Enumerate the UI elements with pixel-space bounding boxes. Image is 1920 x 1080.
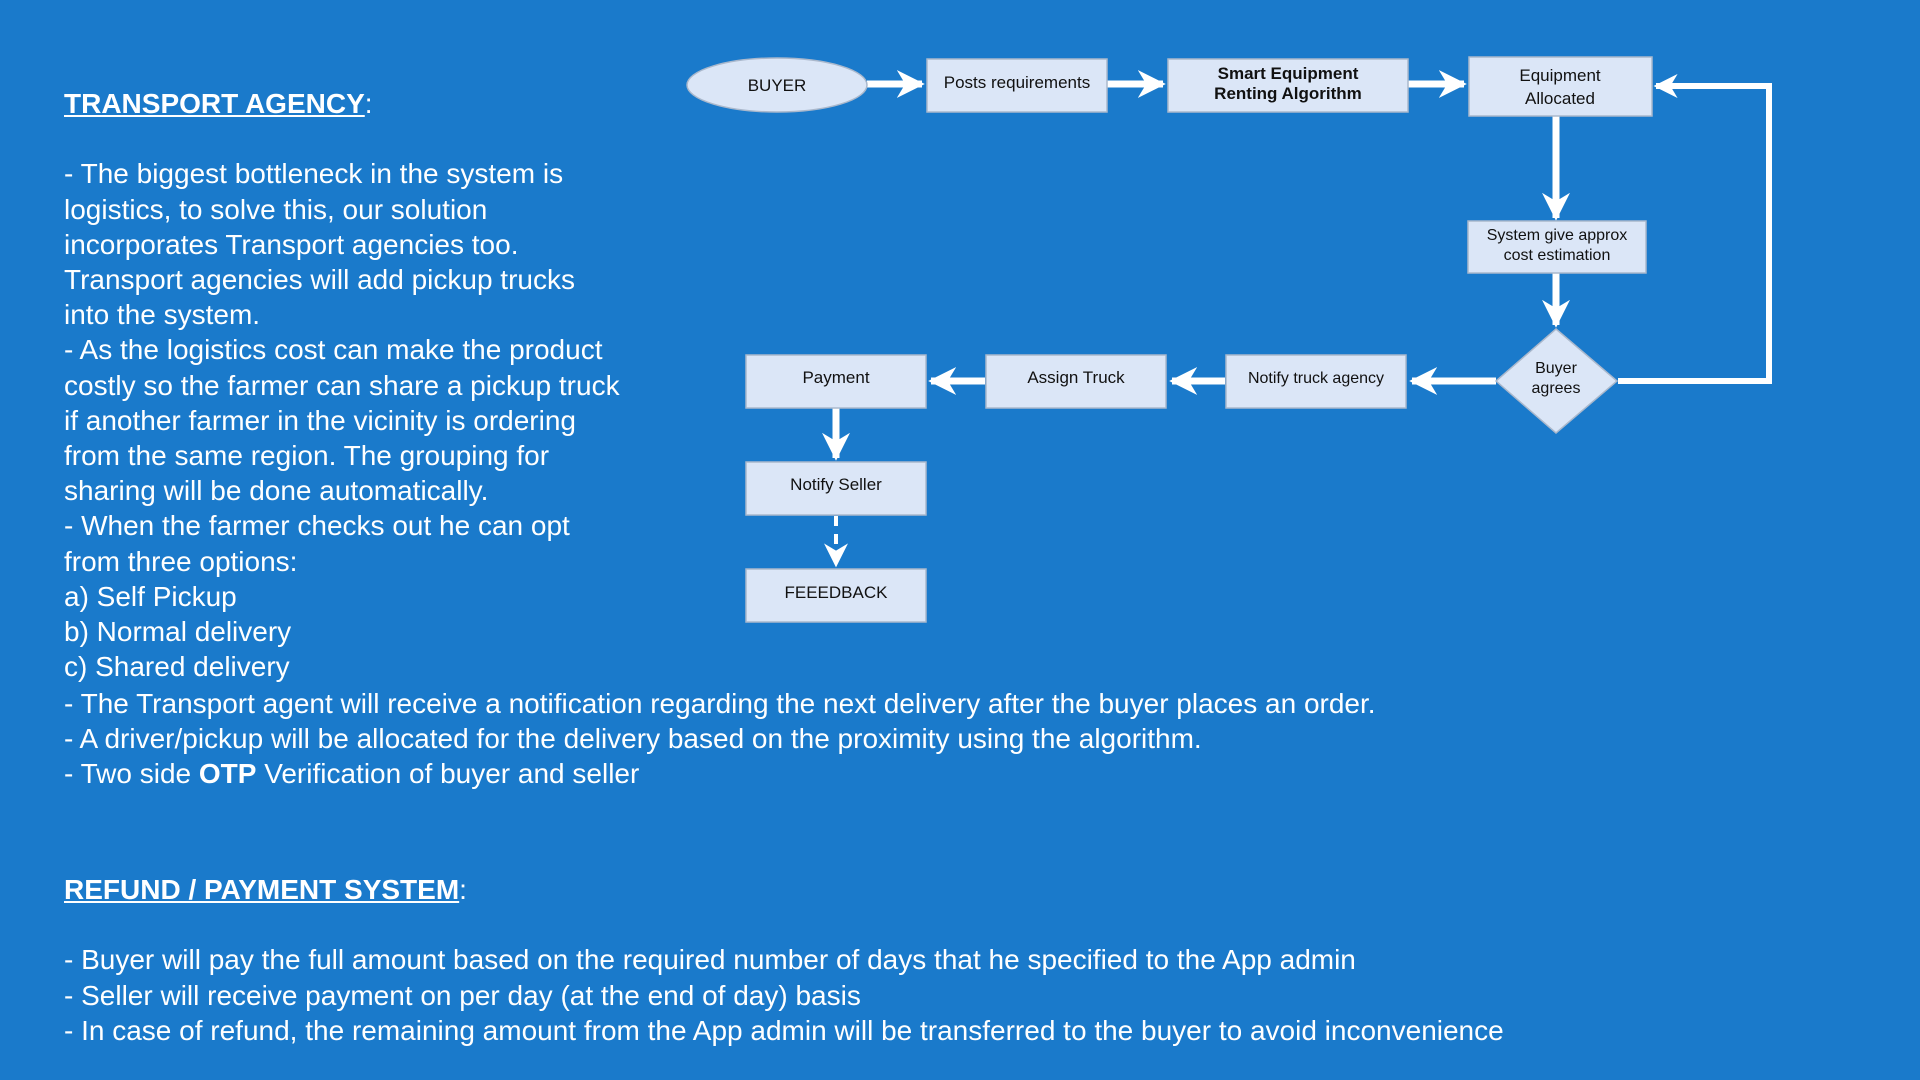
arrow-decision-loop-to-allocated xyxy=(1618,74,1772,384)
transport-line: Transport agencies will add pickup truck… xyxy=(64,264,575,296)
node-payment-label: Payment xyxy=(802,368,869,387)
node-buyer: BUYER xyxy=(686,57,868,113)
node-notify-truck-agency-label: Notify truck agency xyxy=(1248,370,1384,387)
transport-line: costly so the farmer can share a pickup … xyxy=(64,369,620,401)
node-buyer-agrees-label-1: Buyer xyxy=(1535,360,1577,377)
refund-line: - In case of refund, the remaining amoun… xyxy=(64,1014,1504,1046)
otp-bold: OTP xyxy=(198,758,257,790)
node-posts-requirements-label: Posts requirements xyxy=(944,73,1090,92)
otp-prefix: - Two side xyxy=(64,758,199,790)
transport-line: - As the logistics cost can make the pro… xyxy=(64,334,603,366)
option-self-pickup: a) Self Pickup xyxy=(64,580,237,612)
transport-notification-line: - The Transport agent will receive a not… xyxy=(64,688,1376,719)
node-assign-truck: Assign Truck xyxy=(985,354,1167,409)
node-cost-estimation-label-2: cost estimation xyxy=(1504,247,1611,264)
node-feedback-label: FEEEDBACK xyxy=(785,583,889,602)
transport-heading-colon: : xyxy=(364,88,373,119)
node-buyer-agrees-decision: Buyer agrees xyxy=(1494,328,1619,434)
node-payment: Payment xyxy=(745,354,927,409)
node-notify-seller-label: Notify Seller xyxy=(790,475,882,494)
node-smart-algorithm: Smart Equipment Renting Algorithm xyxy=(1167,58,1409,113)
node-smart-algorithm-label-2: Renting Algorithm xyxy=(1214,84,1362,103)
transport-line: from the same region. The grouping for xyxy=(64,440,550,472)
option-shared-delivery: c) Shared delivery xyxy=(64,651,290,683)
transport-line: sharing will be done automatically. xyxy=(64,475,489,507)
refund-line: - Buyer will pay the full amount based o… xyxy=(64,944,1356,976)
node-buyer-agrees-label-2: agrees xyxy=(1532,380,1581,397)
node-equipment-allocated: Equipment Allocated xyxy=(1468,56,1653,117)
refund-heading-colon: : xyxy=(459,874,467,905)
refund-payment-section: REFUND / PAYMENT SYSTEM: - Buyer will pa… xyxy=(64,872,1504,1048)
node-equipment-allocated-label-2: Allocated xyxy=(1525,89,1595,108)
node-assign-truck-label: Assign Truck xyxy=(1027,368,1125,387)
flow-connectors xyxy=(822,70,1772,568)
otp-suffix: Verification of buyer and seller xyxy=(256,758,640,790)
node-cost-estimation-label-1: System give approx xyxy=(1487,227,1628,244)
refund-payment-heading: REFUND / PAYMENT SYSTEM xyxy=(64,874,460,905)
refund-line: - Seller will receive payment on per day… xyxy=(64,979,861,1011)
transport-line: logistics, to solve this, our solution xyxy=(64,193,488,225)
node-notify-truck-agency: Notify truck agency xyxy=(1225,354,1407,409)
transport-line: - The biggest bottleneck in the system i… xyxy=(64,158,564,190)
node-smart-algorithm-label-1: Smart Equipment xyxy=(1218,64,1359,83)
option-normal-delivery: b) Normal delivery xyxy=(64,616,292,648)
transport-line: into the system. xyxy=(64,299,261,331)
transport-agency-heading: TRANSPORT AGENCY xyxy=(64,88,365,119)
node-cost-estimation: System give approx cost estimation xyxy=(1467,220,1647,274)
node-equipment-allocated-label-1: Equipment xyxy=(1519,66,1601,85)
node-buyer-label: BUYER xyxy=(748,76,807,95)
node-posts-requirements: Posts requirements xyxy=(926,58,1108,113)
transport-heading-line: TRANSPORT AGENCY: xyxy=(64,86,684,121)
transport-line: incorporates Transport agencies too. xyxy=(64,228,519,260)
transport-line: from three options: xyxy=(64,545,298,577)
node-feedback: FEEEDBACK xyxy=(745,568,927,623)
otp-line: - Two side OTP Verification of buyer and… xyxy=(64,756,1376,791)
refund-heading-line: REFUND / PAYMENT SYSTEM: xyxy=(64,872,1504,907)
transport-agency-wide-lines: - The Transport agent will receive a not… xyxy=(64,686,1376,792)
transport-agency-section: TRANSPORT AGENCY: - The biggest bottlene… xyxy=(64,86,684,684)
node-notify-seller: Notify Seller xyxy=(745,461,927,516)
transport-line: - When the farmer checks out he can opt xyxy=(64,510,570,542)
transport-allocation-line: - A driver/pickup will be allocated for … xyxy=(64,723,1202,755)
transport-line: if another farmer in the vicinity is ord… xyxy=(64,404,576,436)
